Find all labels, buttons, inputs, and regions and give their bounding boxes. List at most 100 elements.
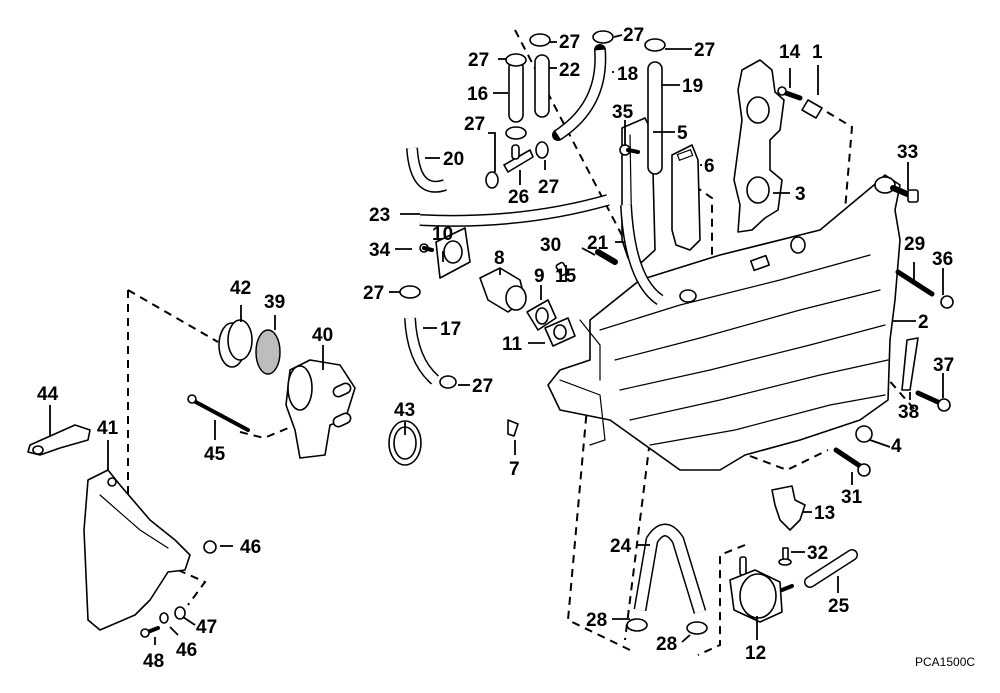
clamp-27-icon (505, 53, 527, 67)
callout-44: 44 (37, 384, 59, 405)
washer-46 (159, 612, 169, 624)
hose-17-inner (405, 317, 439, 384)
callout-12: 12 (745, 643, 766, 664)
callout-27: 27 (468, 50, 489, 71)
callout-13: 13 (814, 503, 835, 524)
callout-27: 27 (472, 376, 493, 397)
guide-line-bolt-45 (239, 423, 299, 440)
clamp-28-icon (626, 618, 648, 632)
assembly-guide-lines (127, 29, 916, 656)
callout-46: 46 (240, 537, 261, 558)
hose-22 (534, 54, 550, 118)
hose-25-inner (805, 550, 857, 587)
guide-line-part-6 (682, 177, 713, 265)
bolt-45 (190, 398, 250, 432)
callout-39: 39 (264, 292, 285, 313)
diagram-reference-code: PCA1500C (915, 655, 975, 669)
callout-46: 46 (176, 640, 197, 661)
bracket-38 (901, 337, 919, 391)
callout-27: 27 (363, 283, 384, 304)
clip-13 (771, 485, 806, 531)
callout-21: 21 (587, 233, 609, 254)
callout-labels: 14 1 33 3 29 36 2 37 38 4 31 13 32 25 12… (37, 25, 954, 672)
callout-19: 19 (682, 76, 703, 97)
callout-6: 6 (704, 156, 715, 177)
callout-15: 15 (555, 266, 577, 287)
hose-19 (647, 61, 663, 175)
callout-30: 30 (540, 235, 561, 256)
callout-24: 24 (610, 536, 632, 557)
hose-16 (508, 59, 524, 123)
callout-2: 2 (918, 312, 929, 333)
callout-27: 27 (538, 177, 559, 198)
tee-fitting-26 (503, 149, 534, 173)
callout-33: 33 (897, 142, 918, 163)
clamp-27-icon (529, 33, 551, 47)
callout-40: 40 (312, 325, 333, 346)
plug-4 (855, 425, 873, 443)
guide-line-grommet-47 (177, 569, 207, 606)
grommet-46 (203, 540, 217, 554)
callout-37: 37 (933, 355, 954, 376)
clamp-27-icon (505, 126, 527, 140)
callout-14: 14 (779, 42, 801, 63)
clamp-27-icon (592, 30, 614, 44)
callout-4: 4 (891, 436, 902, 457)
callout-3: 3 (795, 184, 806, 205)
callout-7: 7 (509, 459, 520, 480)
guide-line-hose-24-left (566, 317, 631, 651)
callout-42: 42 (230, 278, 251, 299)
silencer-assembly (435, 227, 576, 347)
callout-10: 10 (432, 224, 453, 245)
grommet-47 (174, 606, 186, 620)
clamp-27-icon (535, 141, 549, 159)
tank-41 (83, 469, 191, 631)
leader-lines (49, 34, 944, 645)
callout-23: 23 (369, 205, 390, 226)
callout-17: 17 (440, 319, 461, 340)
fitting-7 (507, 419, 519, 437)
callout-32: 32 (807, 543, 828, 564)
gasket-3 (733, 59, 785, 233)
callout-34: 34 (369, 240, 391, 261)
callout-5: 5 (677, 123, 688, 144)
callout-20: 20 (443, 149, 464, 170)
gasket-3-port-lower (746, 176, 770, 204)
hose-20-inner (407, 147, 447, 192)
callout-43: 43 (394, 400, 415, 421)
callout-27: 27 (623, 25, 644, 46)
callout-38: 38 (898, 402, 919, 423)
callout-29: 29 (904, 234, 925, 255)
callout-27: 27 (559, 32, 580, 53)
hose-23-inner (419, 195, 610, 226)
guide-line-filter-12 (697, 544, 746, 656)
screen-39 (255, 329, 281, 375)
hose-clamps (399, 30, 708, 635)
callout-9: 9 (534, 266, 545, 287)
hose-21-inner (621, 204, 663, 304)
gasket-3-port-upper (746, 96, 770, 124)
clamp-27-icon (485, 171, 499, 189)
callout-47: 47 (196, 617, 217, 638)
clamp-27-icon (439, 375, 457, 389)
callout-28: 28 (586, 610, 607, 631)
callout-27: 27 (694, 40, 715, 61)
gasket-6 (671, 144, 701, 251)
callout-41: 41 (97, 418, 119, 439)
fuel-filter-12 (729, 556, 794, 623)
callout-25: 25 (828, 596, 850, 617)
clamp-28-icon (686, 621, 708, 635)
bracket-44 (27, 424, 91, 456)
block-1 (801, 99, 823, 119)
callout-48: 48 (143, 651, 164, 672)
callout-28: 28 (656, 634, 677, 655)
callout-18: 18 (617, 64, 638, 85)
callout-45: 45 (204, 444, 226, 465)
clamp-27-icon (644, 38, 666, 52)
tank-assembly (27, 319, 422, 638)
callout-36: 36 (932, 249, 953, 270)
callout-26: 26 (508, 187, 529, 208)
callout-16: 16 (467, 84, 488, 105)
callout-27: 27 (464, 114, 485, 135)
callout-35: 35 (612, 102, 634, 123)
